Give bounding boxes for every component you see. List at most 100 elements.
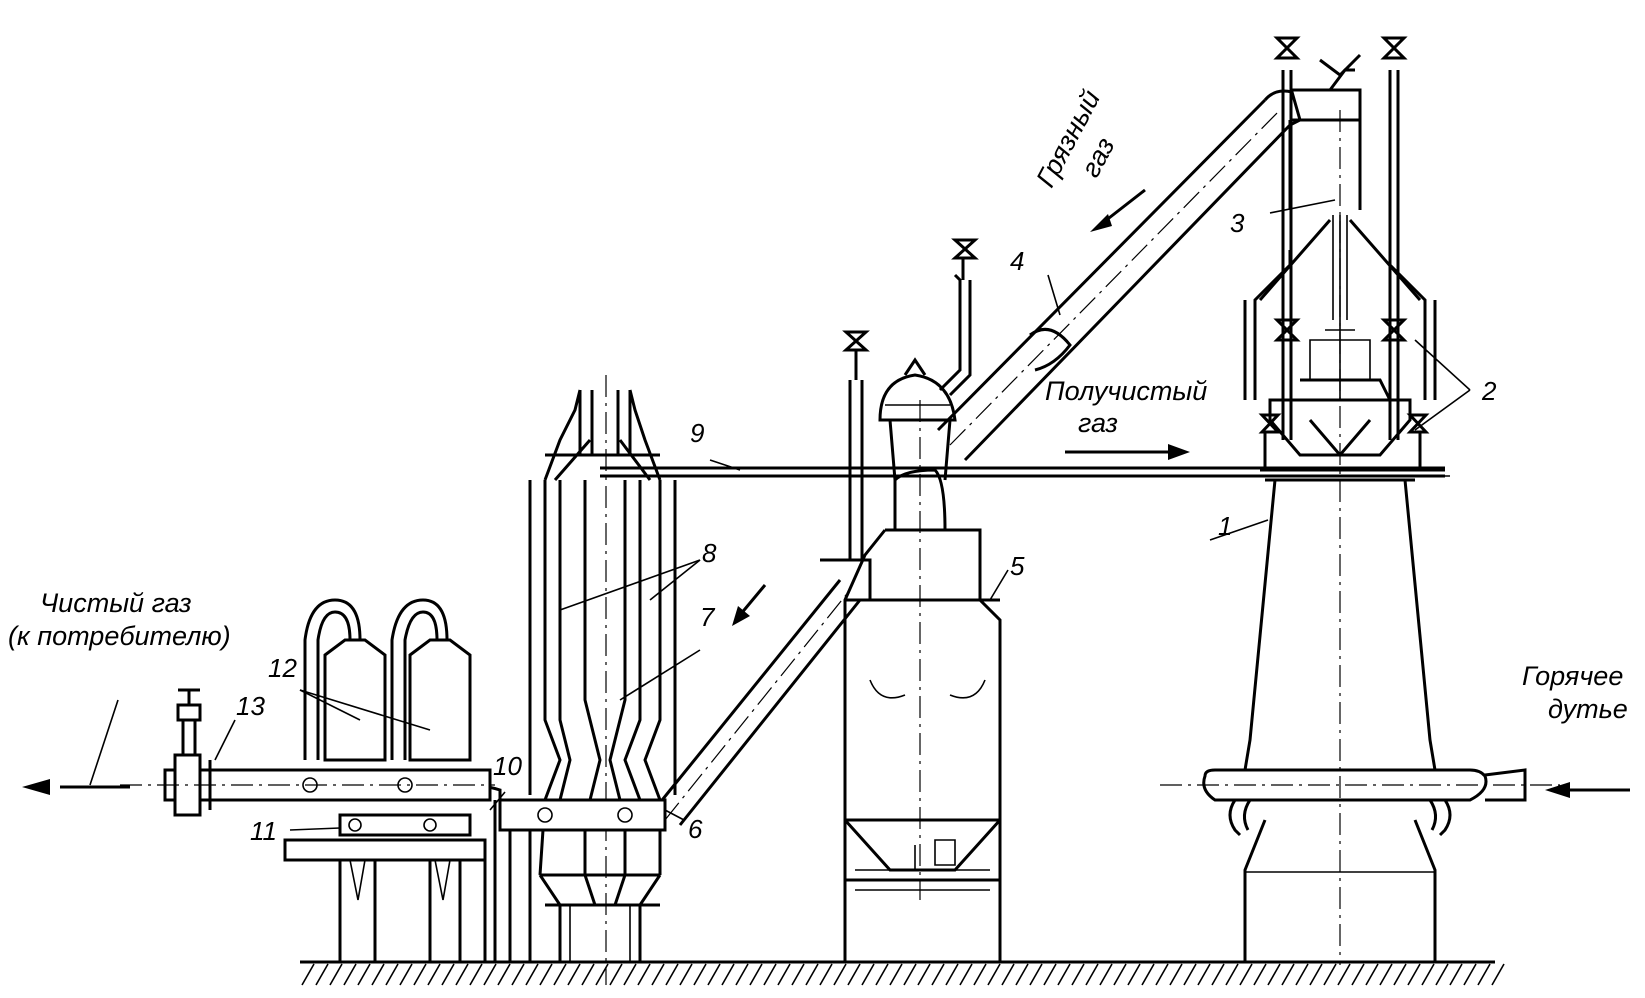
ground-hatch-line: [833, 963, 847, 986]
ground-hatch-line: [1043, 963, 1057, 986]
blast-furnace: [1160, 36, 1560, 965]
ground-hatch-line: [1057, 963, 1071, 986]
callout-8: 8: [702, 538, 717, 568]
ground-hatch-line: [357, 963, 371, 986]
ground-hatch-line: [1239, 963, 1253, 986]
pipe-9: [600, 466, 1445, 478]
callout-numbers: 1 2 3 4 5 6 7 8 9 10 11 12 13: [236, 208, 1497, 846]
ground-hatch-line: [1351, 963, 1365, 986]
ground-hatch-line: [329, 963, 343, 986]
ground-hatch-line: [1071, 963, 1085, 986]
downcomer-pipe: [936, 89, 1302, 462]
ground-hatch-line: [427, 963, 441, 986]
callout-10: 10: [493, 751, 522, 781]
callout-9: 9: [690, 418, 704, 448]
ground: [300, 960, 1505, 986]
ground-hatch-line: [805, 963, 819, 986]
ground-hatch-line: [371, 963, 385, 986]
ground-hatch-line: [539, 963, 553, 986]
ground-hatch-line: [399, 963, 413, 986]
ground-hatch-line: [1281, 963, 1295, 986]
ground-hatch-line: [1477, 963, 1491, 986]
ground-hatch-line: [497, 963, 511, 986]
ground-hatch-line: [1085, 963, 1099, 986]
callout-11: 11: [250, 816, 277, 846]
ground-hatch-line: [1183, 963, 1197, 986]
callout-6: 6: [688, 814, 703, 844]
callout-2: 2: [1481, 376, 1497, 406]
hot-blast-label-1: Горячее: [1522, 661, 1623, 691]
ground-hatch-line: [441, 963, 455, 986]
ground-hatch-line: [1253, 963, 1267, 986]
scrubber-assembly: [498, 375, 677, 985]
pipe-6: [648, 330, 872, 826]
ground-hatch-line: [861, 963, 875, 986]
ground-hatch-line: [1449, 963, 1463, 986]
ground-hatch-line: [1267, 963, 1281, 986]
ground-hatch-line: [483, 963, 497, 986]
callout-3: 3: [1230, 208, 1245, 238]
ground-hatch-line: [1337, 963, 1351, 986]
flow-labels: Грязный газ Получистый газ Чистый газ (к…: [8, 85, 1628, 724]
ground-hatch-line: [1029, 963, 1043, 986]
callout-4: 4: [1010, 246, 1024, 276]
ground-hatch-line: [721, 963, 735, 986]
ground-hatch-line: [679, 963, 693, 986]
ground-hatch-line: [693, 963, 707, 986]
ground-hatch-line: [1491, 963, 1505, 986]
ground-hatch-line: [301, 963, 315, 986]
ground-hatch-line: [777, 963, 791, 986]
callout-13: 13: [236, 691, 265, 721]
ground-hatch-line: [413, 963, 427, 986]
clean-gas-label-1: Чистый газ: [40, 588, 192, 618]
collector-11: [338, 813, 472, 837]
ground-hatch-line: [819, 963, 833, 986]
hot-blast-label-2: дутье: [1548, 694, 1628, 724]
flow-arrows: [22, 188, 1630, 798]
callout-7: 7: [700, 602, 716, 632]
ground-hatch-line: [623, 963, 637, 986]
ground-hatch-line: [665, 963, 679, 986]
ground-hatch-line: [1295, 963, 1309, 986]
ground-hatch-line: [609, 963, 623, 986]
ground-hatch-line: [1169, 963, 1183, 986]
ground-hatch-line: [889, 963, 903, 986]
ground-hatch-line: [469, 963, 483, 986]
clean-gas-main: [120, 688, 495, 817]
ground-hatch-line: [1421, 963, 1435, 986]
ground-hatch-line: [455, 963, 469, 986]
ground-hatch-line: [903, 963, 917, 986]
ground-hatch-line: [875, 963, 889, 986]
ground-hatch-line: [553, 963, 567, 986]
ground-hatch-line: [1407, 963, 1421, 986]
ground-hatch-line: [567, 963, 581, 986]
ground-hatch-line: [315, 963, 329, 986]
ground-hatch-line: [1197, 963, 1211, 986]
ground-hatch-line: [1379, 963, 1393, 986]
callout-12: 12: [268, 653, 297, 683]
precipitators: [283, 598, 487, 962]
ground-hatch-line: [931, 963, 945, 986]
ground-hatch-line: [917, 963, 931, 986]
ground-hatch-line: [959, 963, 973, 986]
ground-hatch-line: [1211, 963, 1225, 986]
callout-1: 1: [1218, 511, 1232, 541]
ground-hatch-line: [763, 963, 777, 986]
semi-clean-gas-label-2: газ: [1078, 408, 1118, 438]
ground-hatch-line: [749, 963, 763, 986]
ground-hatch-line: [651, 963, 665, 986]
ground-hatch-line: [791, 963, 805, 986]
ground-hatch-line: [1323, 963, 1337, 986]
ground-hatch-line: [637, 963, 651, 986]
clean-gas-label-2: (к потребителю): [8, 621, 231, 651]
ground-hatch-line: [973, 963, 987, 986]
ground-hatch-line: [945, 963, 959, 986]
ground-hatch-line: [707, 963, 721, 986]
ground-hatch-line: [987, 963, 1001, 986]
ground-hatch-line: [1099, 963, 1113, 986]
ground-hatch-line: [1015, 963, 1029, 986]
ground-hatch-line: [581, 963, 595, 986]
callout-5: 5: [1010, 551, 1025, 581]
